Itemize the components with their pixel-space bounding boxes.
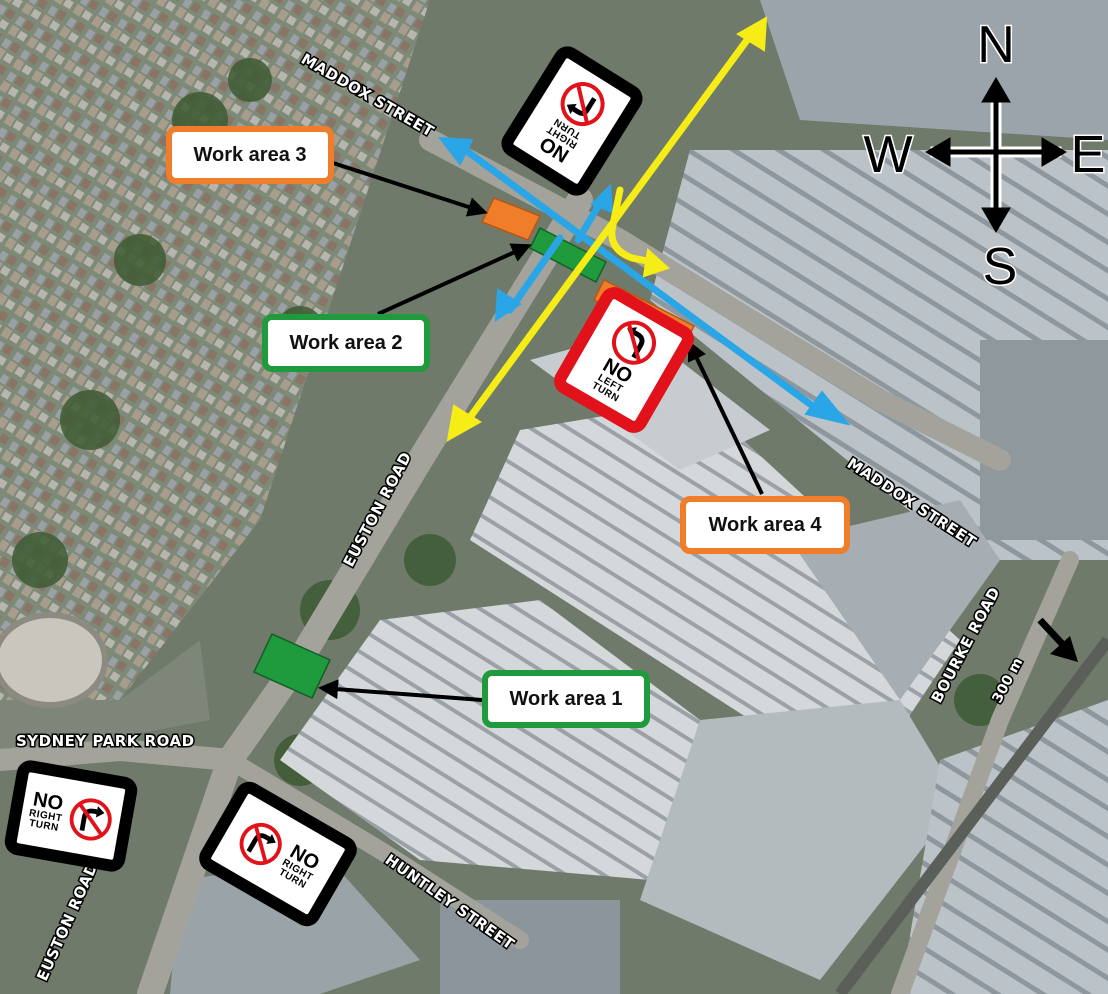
- huntley-street: [221, 751, 529, 949]
- warehouse-south-east: [640, 700, 960, 980]
- warehouse-ne-block: [980, 340, 1108, 540]
- no-turn-icon: [560, 82, 605, 127]
- work-area-1-label: Work area 1: [482, 670, 650, 728]
- work-area-1-shape: [252, 633, 332, 699]
- compass-w: W: [863, 126, 912, 184]
- pointer-arrow-wa2: [377, 243, 532, 316]
- blue-traffic-arrows: [437, 136, 851, 426]
- rail-line: [835, 636, 1108, 994]
- no-right-turn-sign-bottom-left: NO RIGHT TURN: [2, 758, 140, 874]
- scale-direction-arrow: [1050, 636, 1078, 662]
- warehouse-central: [470, 400, 960, 790]
- compass-s: S: [983, 238, 1018, 296]
- no-turn-icon: [612, 320, 656, 365]
- compass-rose: N S W E: [862, 15, 1107, 298]
- roundabout-structure: [0, 612, 108, 708]
- no-turn-icon: [69, 798, 112, 841]
- pointer-arrow-wa1: [318, 679, 483, 702]
- compass-e: E: [1071, 126, 1106, 184]
- warehouse-far-se: [900, 700, 1108, 994]
- sign-bl-dir: RIGHT TURN: [28, 807, 64, 834]
- sydney-park-road: [0, 738, 241, 771]
- residential-area-south: [0, 640, 210, 760]
- building-sw: [170, 860, 420, 994]
- pointer-arrow-wa3: [329, 160, 488, 217]
- label-sydney-park-road: SYDNEY PARK ROAD: [16, 732, 195, 750]
- no-right-turn-sign-top: NO RIGHT TURN: [496, 41, 648, 201]
- work-area-3-label: Work area 3: [166, 126, 334, 184]
- work-area-2-shape: [528, 226, 608, 284]
- yellow-traffic-arrows: [446, 16, 768, 442]
- compass-n: N: [977, 16, 1015, 74]
- work-area-2-label: Work area 2: [262, 314, 430, 372]
- work-area-4-label: Work area 4: [680, 496, 850, 554]
- pointer-arrow-wa4: [687, 340, 764, 495]
- warehouse-ne-top: [760, 0, 1108, 140]
- no-turn-icon: [239, 823, 282, 866]
- no-left-turn-sign: NO LEFT TURN: [548, 282, 700, 438]
- pointer-arrows: [318, 160, 764, 702]
- no-right-turn-sign-bottom-mid: NO RIGHT TURN: [194, 776, 362, 932]
- bourke-road: [891, 551, 1079, 994]
